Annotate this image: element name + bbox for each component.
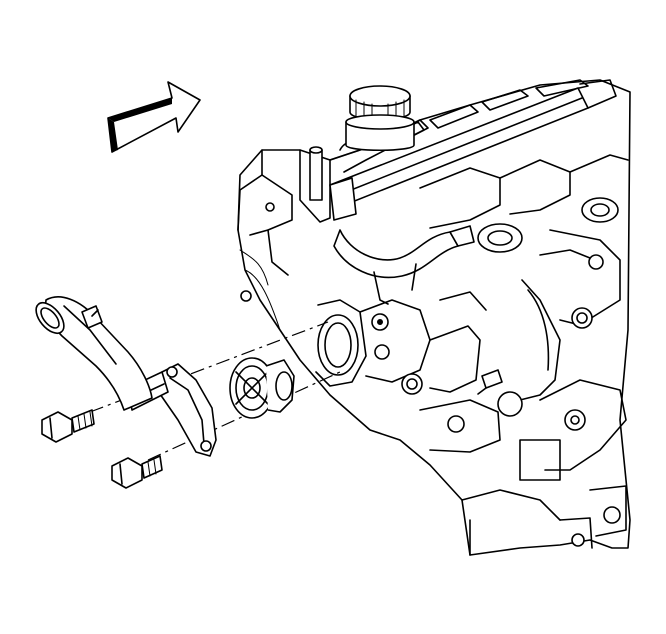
assembly-center-lines xyxy=(89,321,341,461)
housing-bolt-upper xyxy=(41,409,95,443)
front-direction-arrow-icon xyxy=(107,81,201,153)
engine-block xyxy=(237,79,631,556)
housing-bolt-lower xyxy=(111,455,163,489)
thermostat xyxy=(229,357,295,419)
oil-fill-cap xyxy=(345,85,415,152)
coolant-outlet-pipe xyxy=(35,296,153,411)
